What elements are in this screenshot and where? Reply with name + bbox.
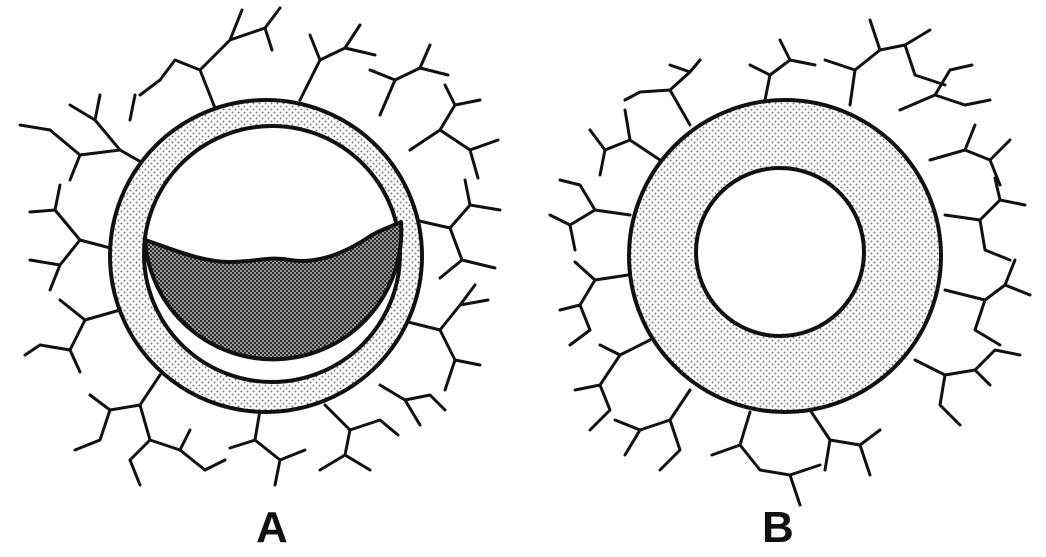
- panel-a-label: A: [256, 506, 288, 550]
- panel-b-center: [696, 168, 864, 336]
- panel-b-label: B: [762, 506, 794, 550]
- panel-b: [550, 20, 1030, 505]
- panel-a: [20, 8, 500, 485]
